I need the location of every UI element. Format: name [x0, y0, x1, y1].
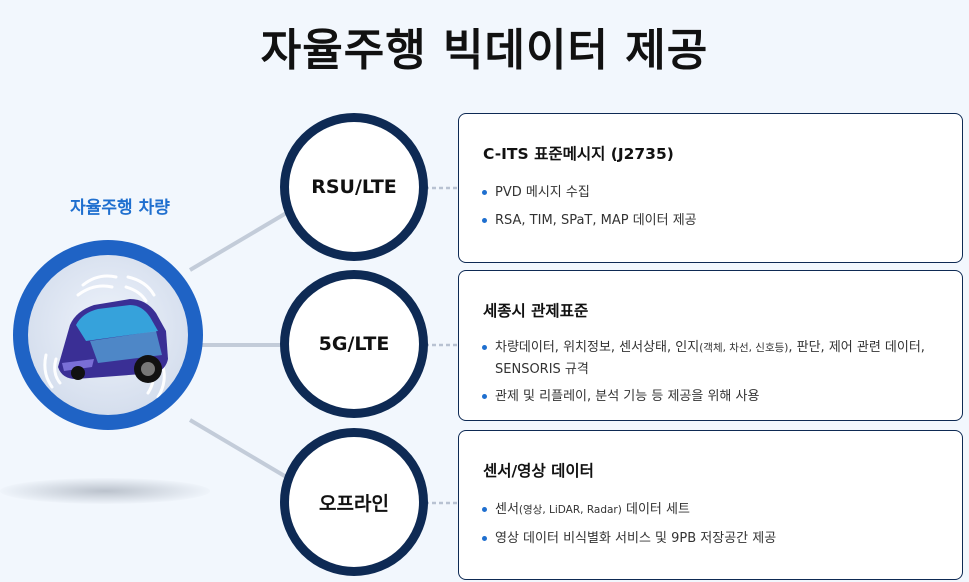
channel-label: RSU/LTE	[311, 176, 397, 198]
channel-node-rsu-lte: RSU/LTE	[280, 113, 428, 261]
list-item: RSA, TIM, SPaT, MAP 데이터 제공	[481, 210, 940, 231]
card-title: C-ITS 표준메시지 (J2735)	[481, 142, 676, 164]
card-title: 센서/영상 데이터	[481, 459, 596, 481]
channel-label: 오프라인	[319, 492, 389, 515]
channel-node-offline: 오프라인	[280, 428, 428, 576]
vehicle-label: 자율주행 차량	[70, 198, 170, 218]
list-item: 센서(영상, LiDAR, Radar) 데이터 세트	[481, 499, 940, 521]
channel-node-5g-lte: 5G/LTE	[280, 270, 428, 418]
list-item: 관제 및 리플레이, 분석 기능 등 제공을 위해 사용	[481, 386, 940, 407]
connector-vehicle-offline	[188, 418, 290, 480]
list-item: 영상 데이터 비식별화 서비스 및 9PB 저장공간 제공	[481, 528, 940, 549]
page-title: 자율주행 빅데이터 제공	[260, 25, 709, 76]
card-list: 센서(영상, LiDAR, Radar) 데이터 세트 영상 데이터 비식별화 …	[481, 499, 940, 549]
list-item: 차량데이터, 위치정보, 센서상태, 인지(객체, 차선, 신호등), 판단, …	[481, 337, 940, 380]
channel-label: 5G/LTE	[318, 333, 390, 355]
autonomous-car-icon	[43, 274, 168, 399]
card-list: 차량데이터, 위치정보, 센서상태, 인지(객체, 차선, 신호등), 판단, …	[481, 337, 940, 407]
info-card-sensor: 센서/영상 데이터 센서(영상, LiDAR, Radar) 데이터 세트 영상…	[458, 430, 963, 580]
info-card-c-its: C-ITS 표준메시지 (J2735) PVD 메시지 수집 RSA, TIM,…	[458, 113, 963, 263]
card-title: 세종시 관제표준	[481, 299, 591, 321]
list-item: PVD 메시지 수집	[481, 182, 940, 203]
card-list: PVD 메시지 수집 RSA, TIM, SPaT, MAP 데이터 제공	[481, 182, 940, 231]
vehicle-circle	[13, 240, 203, 430]
info-card-sejong: 세종시 관제표준 차량데이터, 위치정보, 센서상태, 인지(객체, 차선, 신…	[458, 270, 963, 421]
vehicle-shadow	[0, 478, 210, 504]
vehicle-image	[28, 255, 188, 415]
connector-vehicle-rsu	[188, 210, 290, 272]
